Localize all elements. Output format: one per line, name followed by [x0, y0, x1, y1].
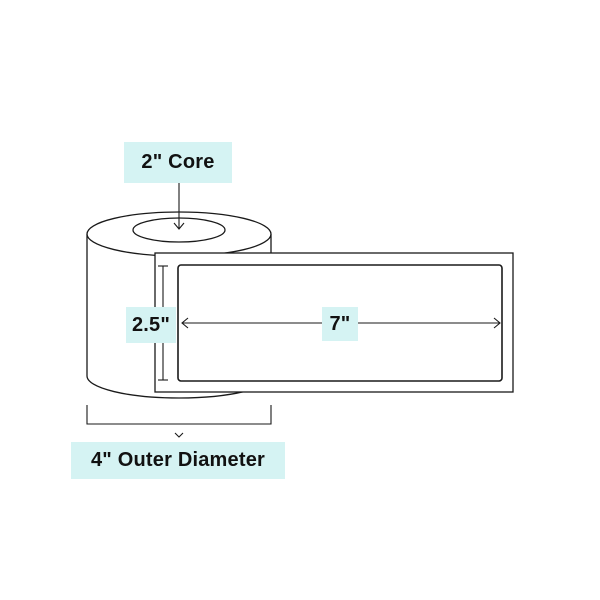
width-arrow-left-head: [181, 317, 189, 329]
height-label-background: [126, 307, 176, 343]
core-label: 2" Core: [141, 151, 215, 173]
width-label-background: [322, 307, 358, 341]
outer-diameter-pointer: [174, 432, 184, 438]
width-arrow-right-head: [493, 317, 501, 329]
width-label: 7": [329, 312, 351, 335]
outer-diameter-label-background: [71, 442, 285, 479]
core-pointer-head: [173, 222, 185, 230]
height-label: 2.5": [131, 313, 171, 336]
core-label-background: [124, 142, 232, 183]
outer-diameter-bracket: [86, 405, 272, 425]
outer-diameter-label: 4" Outer Diameter: [90, 449, 266, 471]
